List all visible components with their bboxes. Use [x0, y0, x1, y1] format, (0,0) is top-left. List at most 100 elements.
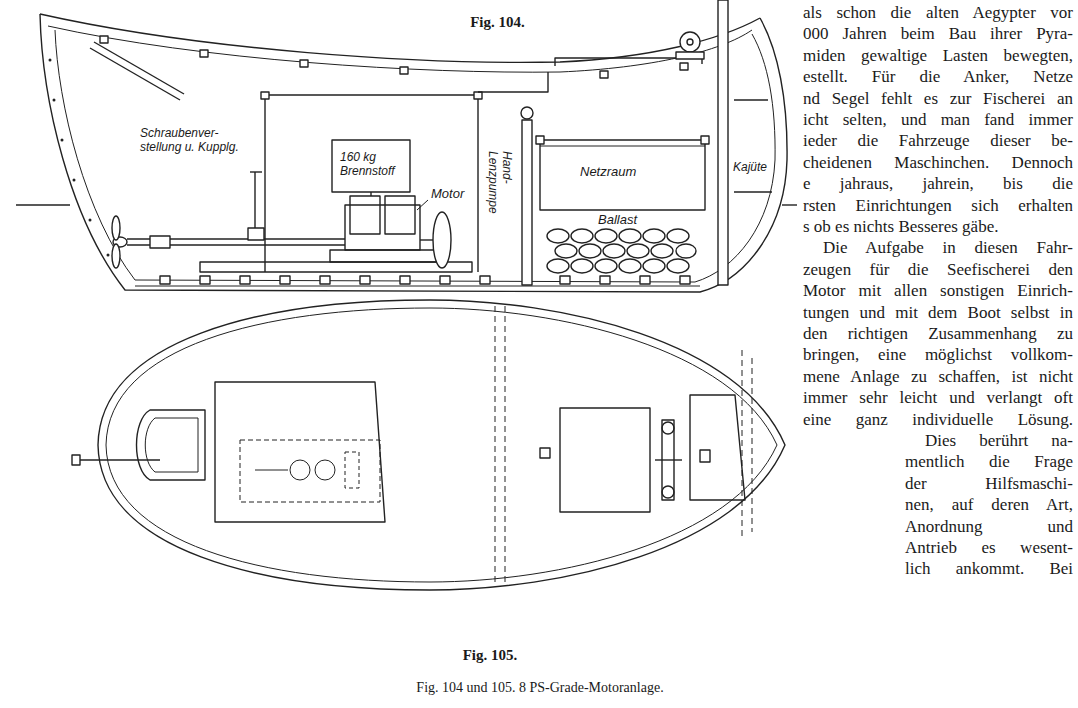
- part-label: 160 kg Brennstoff: [340, 150, 404, 178]
- hull-side: [40, 14, 787, 292]
- body-text-line: Anordnung und: [905, 518, 1073, 536]
- frames: [640, 276, 650, 284]
- net-hatch: [560, 408, 650, 512]
- body-text-line: estellt. Für die Anker, Netze: [803, 68, 1073, 86]
- engine: [420, 239, 433, 240]
- part-label: Hand- Lenzpumpe: [486, 151, 514, 219]
- part-label: Ballast: [596, 212, 639, 227]
- propeller-and-shaft: [112, 216, 120, 240]
- frames: [680, 63, 688, 70]
- hull-plan: [98, 300, 785, 590]
- net-room: [536, 136, 544, 144]
- body-text-line: Die Aufgabe in diesen Fahr-: [823, 239, 1073, 257]
- part-label: Motor: [429, 186, 466, 201]
- engine: [385, 196, 415, 234]
- bilge-pump: [521, 107, 533, 119]
- engine-casing: [265, 95, 478, 272]
- stern-rivets: [53, 99, 56, 102]
- net-room: [536, 136, 709, 210]
- body-text-line: Dies berührt na-: [925, 432, 1073, 450]
- bilge-pump: [521, 107, 533, 285]
- frames: [560, 276, 570, 284]
- mast-and-winch: [680, 32, 700, 52]
- ballast-stones: [571, 259, 593, 273]
- propeller-and-shaft: [112, 244, 120, 268]
- ballast-stones: [555, 244, 577, 258]
- body-text-line: 000 Jahren beim Bau ihrer Pyra-: [803, 25, 1073, 43]
- body-text-line: als schon die alten Aegypter vor: [803, 4, 1073, 22]
- body-text-line: zeugen für die Seefischerei den: [803, 261, 1073, 279]
- frames: [100, 36, 690, 284]
- hull-side: [40, 14, 787, 292]
- body-text-line: e jahraus, jahrein, bis die: [803, 175, 1073, 193]
- stern-rivets: [61, 139, 64, 142]
- waterline: [782, 204, 797, 205]
- body-text-line: miden gewaltige Lasten bewegten,: [803, 47, 1073, 65]
- engine-hatch: [240, 440, 380, 502]
- ballast-stones: [676, 244, 696, 258]
- net-room: [540, 146, 705, 147]
- frames: [400, 67, 408, 74]
- body-text-line: Motor mit allen sonstigen Einrich-: [803, 282, 1073, 300]
- bulkhead-lines: [742, 350, 743, 540]
- engine-hatch: [290, 460, 310, 480]
- body-text-line: mene Anlage zu schaffen, ist nicht: [803, 368, 1073, 386]
- mast-and-winch: [687, 39, 693, 45]
- bulkhead-lines: [495, 306, 752, 584]
- frames: [320, 276, 330, 284]
- part-label: Kajüte: [733, 160, 767, 174]
- ballast-stones: [547, 229, 696, 273]
- stern-rivets: [107, 254, 110, 257]
- stern-rivets: [49, 59, 52, 62]
- frames: [240, 276, 250, 284]
- body-text-line: eine ganz individuelle Lösung.: [803, 411, 1073, 429]
- ballast-stones: [619, 229, 641, 243]
- body-text-line: s ob es nichts Besseres gäbe.: [803, 218, 1073, 236]
- deckhouse: [478, 72, 548, 92]
- body-text-line: nen, auf deren Art,: [905, 496, 1073, 514]
- engine: [330, 250, 440, 262]
- propeller-and-shaft: [112, 216, 345, 268]
- body-text-line: den richtigen Zusammenhang zu: [803, 325, 1073, 343]
- ballast-stones: [579, 244, 601, 258]
- figure-number: Fig. 105.: [430, 647, 550, 664]
- stern-rivets: [73, 179, 76, 182]
- cabin-hatch: [690, 395, 745, 500]
- frames: [480, 276, 490, 284]
- body-text-line: lich ankommt. Bei: [905, 560, 1073, 578]
- hull-plan: [106, 308, 777, 582]
- frames: [300, 60, 308, 67]
- engine: [200, 262, 472, 272]
- ballast-stones: [547, 259, 569, 273]
- engine-hatch: [255, 470, 288, 471]
- stern-rivets: [89, 219, 92, 222]
- bulkhead-lines: [505, 306, 506, 584]
- figure-caption: Fig. 104 und 105. 8 PS-Grade-Motoranlage…: [140, 680, 940, 696]
- engine: [345, 205, 420, 250]
- mast-and-winch: [676, 52, 704, 59]
- part-label: Netzraum: [580, 164, 636, 179]
- fuel-tank: [332, 140, 410, 192]
- hull-plan: [98, 300, 785, 590]
- frames: [360, 276, 370, 284]
- waterline: [16, 204, 70, 205]
- ballast-stones: [651, 244, 673, 258]
- propeller-and-shaft: [150, 236, 170, 248]
- fuel-tank: [332, 140, 410, 192]
- body-text-line: Antrieb es wesent-: [905, 539, 1073, 557]
- net-hatch: [655, 459, 682, 460]
- frames: [100, 36, 108, 43]
- body-text-line: nd Segel fehlt es zur Fischerei an: [803, 90, 1073, 108]
- ballast-stones: [667, 259, 689, 273]
- motor-leader: [417, 200, 428, 210]
- bulkhead-lines: [752, 358, 753, 532]
- stern-seat: [145, 418, 198, 472]
- body-text-line: ieder die Fahrzeuge dieser be-: [803, 132, 1073, 150]
- mast-and-winch: [676, 0, 728, 285]
- body-text-line: rsten Einrichtungen sich erhalten: [803, 197, 1073, 215]
- pitch-control-rods: [250, 171, 262, 172]
- hull-side: [48, 26, 752, 72]
- cabin-bunk: [734, 99, 768, 100]
- pitch-control-rods: [90, 42, 264, 240]
